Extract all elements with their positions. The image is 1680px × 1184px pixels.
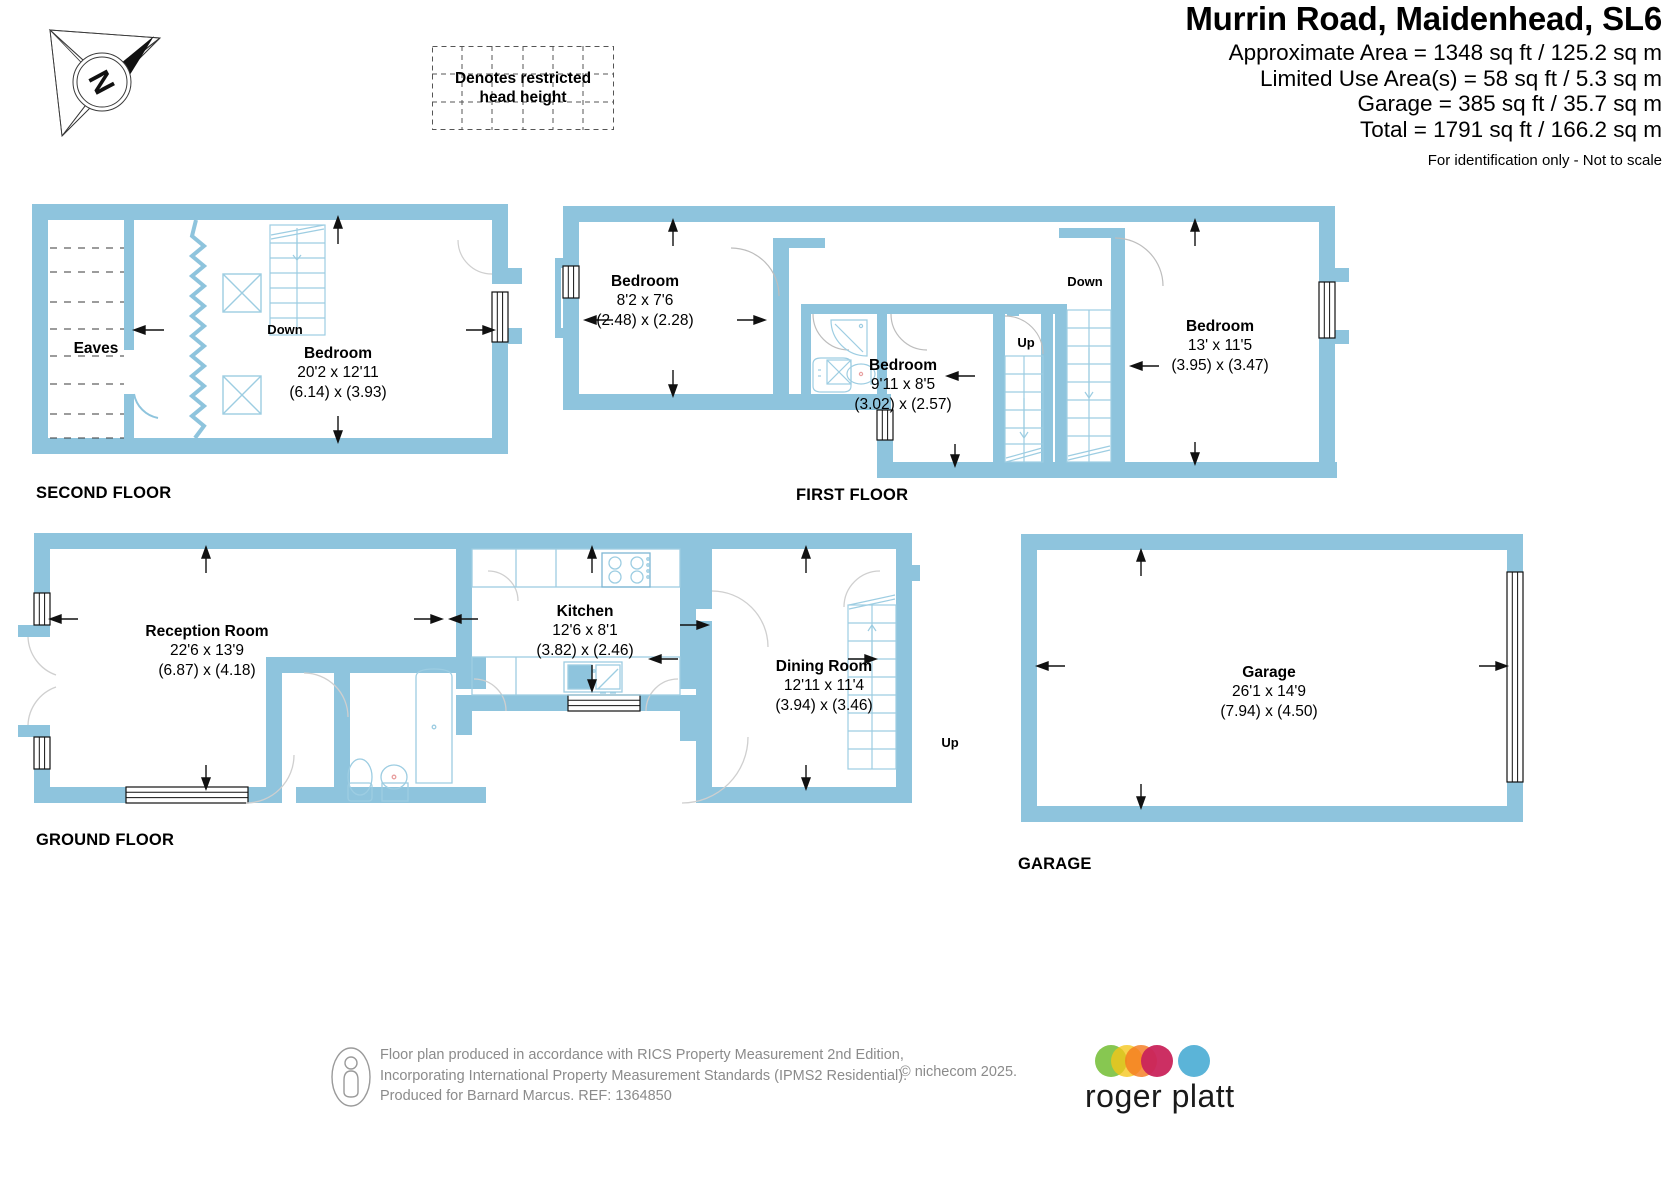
second-floor-stair-down-label: Down	[267, 322, 303, 337]
ground-floor-stair-up-label: Up	[941, 735, 959, 750]
first-floor-bedroom-3-label: Bedroom 13' x 11'5 (3.95) x (3.47)	[1171, 317, 1268, 375]
room-dim-m: (7.94) x (4.50)	[1220, 702, 1318, 720]
garage-label: GARAGE	[1018, 855, 1092, 873]
garage-room-label: Garage 26'1 x 14'9 (7.94) x (4.50)	[1220, 663, 1317, 721]
room-dim-ft: 20'2 x 12'11	[297, 364, 379, 382]
ground-floor-reception-room-label: Reception Room 22'6 x 13'9 (6.87) x (4.1…	[145, 622, 268, 680]
brand-name: roger platt	[1085, 1078, 1235, 1114]
room-name: Bedroom	[303, 345, 373, 362]
room-dim-ft: 12'6 x 8'1	[552, 622, 618, 640]
room-dim-m: (3.02) x (2.57)	[854, 395, 952, 413]
brand-logo: roger platt	[1085, 1038, 1285, 1143]
room-name: Bedroom	[868, 357, 938, 374]
room-name: Kitchen	[556, 603, 614, 620]
person-measure-icon	[330, 1046, 372, 1108]
legend-line-2: head height	[479, 89, 567, 106]
room-dim-ft: 26'1 x 14'9	[1231, 683, 1307, 701]
footer-text-block: Floor plan produced in accordance with R…	[380, 1045, 907, 1107]
approximate-area-text: Approximate Area = 1348 sq ft / 125.2 sq…	[1228, 40, 1662, 65]
garage-area-text: Garage = 385 sq ft / 35.7 sq m	[1357, 91, 1662, 116]
room-dim-m: (3.82) x (2.46)	[536, 641, 634, 659]
ground-floor-label: GROUND FLOOR	[36, 831, 175, 849]
room-dim-ft: 12'11 x 11'4	[783, 677, 865, 695]
compass-rose-icon: N	[40, 18, 170, 148]
room-name: Dining Room	[775, 658, 873, 675]
garage-plan	[1015, 528, 1545, 838]
room-dim-ft: 22'6 x 13'9	[169, 642, 244, 660]
room-dim-m: (2.48) x (2.28)	[596, 311, 694, 329]
first-floor-stair-up-label: Up	[1017, 335, 1035, 350]
footer-line-1: Floor plan produced in accordance with R…	[380, 1047, 904, 1063]
first-floor-stair-down-label: Down	[1067, 274, 1103, 289]
limited-use-area-text: Limited Use Area(s) = 58 sq ft / 5.3 sq …	[1259, 65, 1662, 91]
restricted-head-height-legend: Denotes restricted head height	[432, 46, 614, 130]
second-floor-label: SECOND FLOOR	[36, 484, 172, 502]
first-floor-label: FIRST FLOOR	[796, 486, 909, 504]
first-floor-plan	[555, 198, 1355, 478]
room-dim-ft: 9'11 x 8'5	[870, 376, 936, 394]
disclaimer-text: For identification only - Not to scale	[1427, 152, 1662, 169]
room-name: Bedroom	[1185, 318, 1255, 335]
eaves-label: Eaves	[73, 340, 119, 357]
room-name: Bedroom	[610, 273, 680, 290]
room-dim-m: (3.94) x (3.46)	[775, 696, 873, 714]
second-floor-plan	[28, 198, 538, 468]
first-floor-bedroom-1-label: Bedroom 8'2 x 7'6 (2.48) x (2.28)	[596, 272, 693, 330]
ground-floor-dining-room-label: Dining Room 12'11 x 11'4 (3.94) x (3.46)	[775, 657, 872, 715]
room-dim-ft: 8'2 x 7'6	[616, 292, 674, 310]
room-name: Garage	[1242, 664, 1296, 681]
ground-floor-kitchen-label: Kitchen 12'6 x 8'1 (3.82) x (2.46)	[536, 602, 633, 660]
first-floor-bedroom-2-label: Bedroom 9'11 x 8'5 (3.02) x (2.57)	[854, 356, 951, 414]
room-dim-m: (6.14) x (3.93)	[289, 383, 387, 401]
room-dim-ft: 13' x 11'5	[1187, 337, 1253, 355]
footer-line-3: Produced for Barnard Marcus. REF: 136485…	[380, 1088, 672, 1105]
footer-line-2: Incorporating International Property Mea…	[380, 1067, 908, 1084]
total-area-text: Total = 1791 sq ft / 166.2 sq m	[1359, 116, 1662, 142]
page-title: Murrin Road, Maidenhead, SL6	[1185, 0, 1662, 37]
brand-dots-icon	[1095, 1045, 1210, 1077]
header-block: Murrin Road, Maidenhead, SL6 Approximate…	[1185, 2, 1662, 168]
room-dim-m: (3.95) x (3.47)	[1171, 356, 1269, 374]
second-floor-bedroom-label: Bedroom 20'2 x 12'11 (6.14) x (3.93)	[289, 344, 386, 402]
room-name: Reception Room	[145, 623, 269, 640]
hatched-grid-icon	[432, 46, 614, 130]
copyright-text: © nichecom 2025.	[900, 1064, 1018, 1080]
ground-floor-plan	[16, 525, 976, 820]
room-dim-m: (6.87) x (4.18)	[158, 661, 256, 679]
legend-line-1: Denotes restricted	[454, 69, 592, 87]
